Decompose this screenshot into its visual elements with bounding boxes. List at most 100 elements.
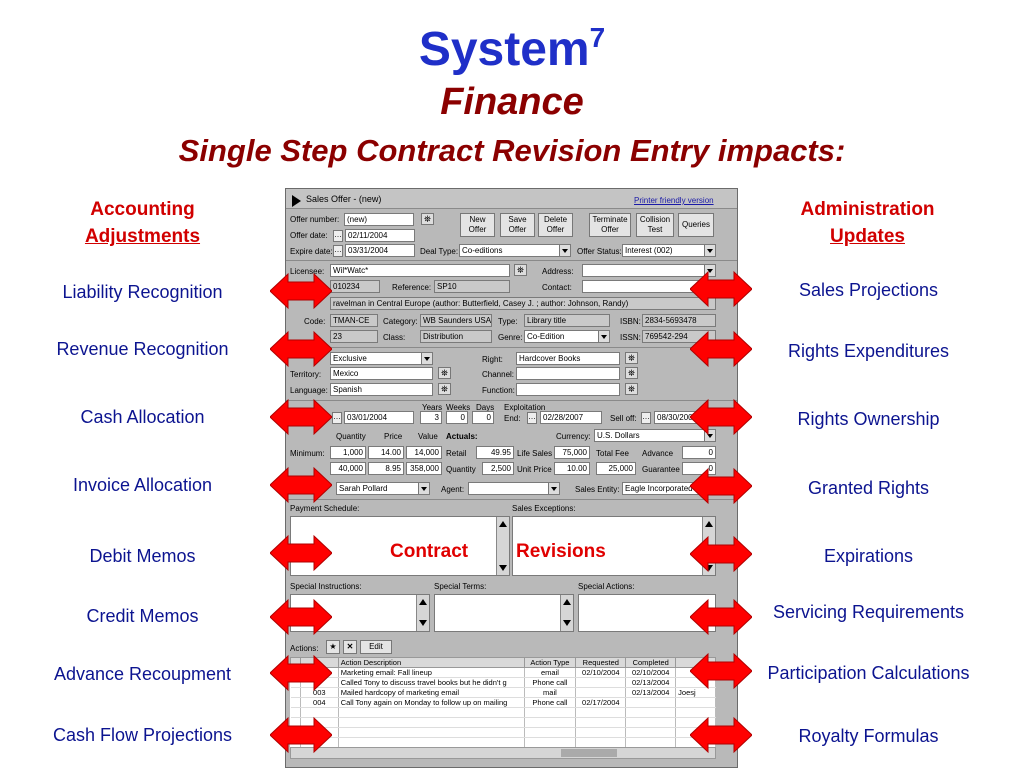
binoculars-icon[interactable]: ⛯ — [438, 383, 451, 395]
max-value-field[interactable]: 358,000 — [406, 462, 442, 475]
language-label: Language: — [290, 386, 328, 395]
binoculars-icon[interactable]: ⛯ — [625, 383, 638, 395]
horizontal-scrollbar[interactable] — [290, 747, 716, 759]
offer-date-field[interactable]: 02/11/2004 — [345, 229, 415, 242]
table-header-completed[interactable]: Completed — [625, 657, 677, 668]
selloff-date-picker[interactable]: … — [641, 412, 651, 424]
chevron-down-icon[interactable] — [421, 353, 432, 364]
actual-quantity-field[interactable]: 2,500 — [482, 462, 514, 475]
chevron-down-icon[interactable] — [704, 265, 715, 276]
left-heading: Accounting Adjustments — [40, 196, 245, 250]
channel-field[interactable] — [516, 367, 620, 380]
table-header-description[interactable]: Action Description — [337, 657, 525, 668]
right-field[interactable]: Hardcover Books — [516, 352, 620, 365]
total-fee-field[interactable]: 25,000 — [596, 462, 636, 475]
table-row[interactable]: Marketing email: Fall lineup email 02/10… — [290, 667, 716, 678]
min-value-field[interactable]: 14,000 — [406, 446, 442, 459]
unit-price-field[interactable]: 10.00 — [554, 462, 590, 475]
language-field[interactable]: Spanish — [330, 383, 433, 396]
chevron-down-icon[interactable] — [704, 245, 715, 256]
chevron-down-icon[interactable] — [598, 331, 609, 342]
start-date-picker[interactable]: … — [332, 412, 342, 424]
max-quantity-field[interactable]: 40,000 — [330, 462, 366, 475]
queries-button[interactable]: Queries — [678, 213, 714, 237]
salesperson-select[interactable]: Sarah Pollard — [336, 482, 430, 495]
scroll-up-icon[interactable] — [703, 517, 715, 531]
binoculars-icon[interactable]: ⛯ — [421, 213, 434, 225]
table-header-type[interactable]: Action Type — [523, 657, 577, 668]
exclusivity-select[interactable]: Exclusive — [330, 352, 433, 365]
scroll-down-icon[interactable] — [417, 616, 429, 630]
chevron-down-icon[interactable] — [704, 430, 715, 441]
delete-action-icon[interactable]: ✕ — [343, 640, 357, 654]
licensee-field[interactable]: Wil*Watc* — [330, 264, 510, 277]
binoculars-icon[interactable]: ⛯ — [514, 264, 527, 276]
right-heading-line2: Updates — [830, 226, 905, 247]
scroll-down-icon[interactable] — [497, 561, 509, 575]
offer-date-picker[interactable]: … — [333, 230, 343, 242]
agent-select[interactable] — [468, 482, 560, 495]
binoculars-icon[interactable]: ⛯ — [625, 352, 638, 364]
offer-status-select[interactable]: Interest (002) — [622, 244, 716, 257]
table-row[interactable]: 004 Call Tony again on Monday to follow … — [290, 697, 716, 708]
special-terms-box[interactable] — [434, 594, 574, 632]
chevron-down-icon[interactable] — [418, 483, 429, 494]
start-date-field[interactable]: 03/01/2004 — [344, 411, 414, 424]
new-offer-button[interactable]: New Offer — [460, 213, 495, 237]
years-field[interactable]: 3 — [420, 411, 442, 424]
end-date-picker[interactable]: … — [527, 412, 537, 424]
table-header-requested[interactable]: Requested — [575, 657, 627, 668]
revisions-label: Revisions — [516, 541, 606, 562]
scroll-up-icon[interactable] — [417, 595, 429, 609]
life-sales-field[interactable]: 75,000 — [554, 446, 590, 459]
territory-field[interactable]: Mexico — [330, 367, 433, 380]
scroll-down-icon[interactable] — [561, 616, 573, 630]
row-completed: 02/13/2004 — [625, 677, 677, 688]
advance-field[interactable]: 0 — [682, 446, 716, 459]
special-actions-label: Special Actions: — [578, 582, 635, 591]
save-offer-button[interactable]: Save Offer — [500, 213, 535, 237]
binoculars-icon[interactable]: ⛯ — [625, 367, 638, 379]
delete-offer-button[interactable]: Delete Offer — [538, 213, 573, 237]
table-row[interactable]: 003 Mailed hardcopy of marketing email m… — [290, 687, 716, 698]
address-select[interactable] — [582, 264, 716, 277]
play-icon[interactable] — [292, 195, 301, 207]
deal-type-select[interactable]: Co-editions — [459, 244, 571, 257]
days-field[interactable]: 0 — [472, 411, 494, 424]
edit-button[interactable]: Edit — [360, 640, 392, 654]
row-select[interactable] — [290, 687, 301, 698]
payment-schedule-box[interactable] — [290, 516, 510, 576]
expire-date-picker[interactable]: … — [333, 245, 343, 257]
scroll-up-icon[interactable] — [497, 517, 509, 531]
scrollbar-thumb[interactable] — [561, 749, 617, 757]
scroll-down-icon[interactable] — [703, 561, 715, 575]
weeks-field[interactable]: 0 — [446, 411, 468, 424]
printer-friendly-link[interactable]: Printer friendly version — [634, 196, 714, 205]
binoculars-icon[interactable]: ⛯ — [438, 367, 451, 379]
table-row[interactable]: Called Tony to discuss travel books but … — [290, 677, 716, 688]
currency-select[interactable]: U.S. Dollars — [594, 429, 716, 442]
row-description: Marketing email: Fall lineup — [338, 667, 525, 678]
unit-price-label: Unit Price — [517, 465, 552, 474]
scroll-up-icon[interactable] — [561, 595, 573, 609]
collision-test-button[interactable]: Collision Test — [636, 213, 674, 237]
retail-field[interactable]: 49.95 — [476, 446, 514, 459]
special-actions-box[interactable] — [578, 594, 716, 632]
scrollbar[interactable] — [560, 595, 573, 631]
end-date-field[interactable]: 02/28/2007 — [540, 411, 602, 424]
chevron-down-icon[interactable] — [559, 245, 570, 256]
expire-date-label: Expire date: — [290, 247, 333, 256]
function-field[interactable] — [516, 383, 620, 396]
min-price-field[interactable]: 14.00 — [368, 446, 404, 459]
terminate-offer-button[interactable]: Terminate Offer — [589, 213, 631, 237]
chevron-down-icon[interactable] — [548, 483, 559, 494]
add-action-icon[interactable]: ★ — [326, 640, 340, 654]
offer-number-field[interactable]: (new) — [344, 213, 414, 226]
min-quantity-field[interactable]: 1,000 — [330, 446, 366, 459]
expire-date-field[interactable]: 03/31/2004 — [345, 244, 415, 257]
scrollbar[interactable] — [496, 517, 509, 575]
scrollbar[interactable] — [416, 595, 429, 631]
max-price-field[interactable]: 8.95 — [368, 462, 404, 475]
genre-select[interactable]: Co-Edition — [524, 330, 610, 343]
row-select[interactable] — [290, 697, 301, 708]
